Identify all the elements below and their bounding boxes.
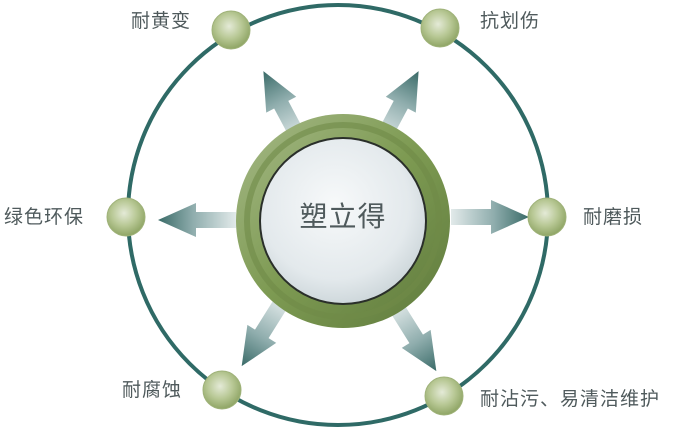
node-label-scratch: 抗划伤 (480, 10, 541, 32)
node-dot-yellowing (211, 10, 251, 50)
arrow-left (158, 203, 236, 237)
node-label-eco: 绿色环保 (4, 206, 85, 228)
node-dot-wear (527, 197, 567, 237)
node-label-yellowing: 耐黄变 (131, 10, 192, 32)
arrow-right (451, 200, 529, 234)
center-disc (236, 114, 450, 328)
node-dot-stain (424, 376, 464, 416)
node-label-corrosion: 耐腐蚀 (122, 379, 183, 401)
node-dot-corrosion (202, 370, 242, 410)
node-label-stain: 耐沾污、易清洁维护 (480, 388, 661, 410)
center-title: 塑立得 (299, 200, 387, 233)
node-label-wear: 耐磨损 (583, 206, 644, 228)
node-dot-scratch (420, 8, 460, 48)
node-dot-eco (106, 197, 146, 237)
